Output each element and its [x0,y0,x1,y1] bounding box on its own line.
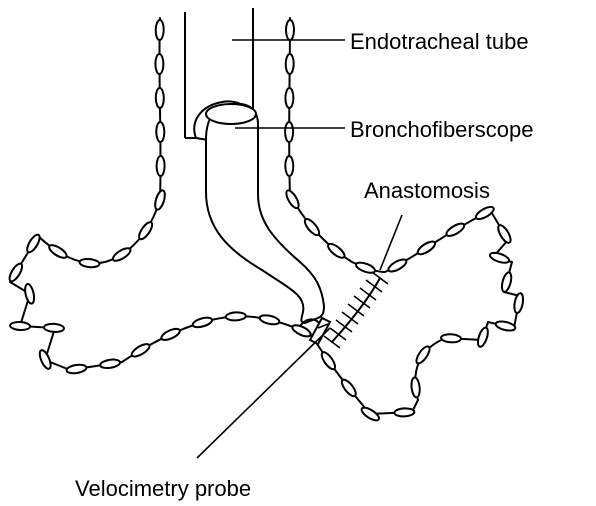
cartilage-ring [153,189,167,210]
cartilage-ring [38,349,53,371]
cartilage-ring [513,293,525,314]
cartilage-ring [156,88,164,108]
cartilage-rings [7,20,524,423]
cartilage-ring [394,408,414,417]
cartilage-ring [285,156,293,176]
cartilage-ring [339,378,358,399]
cartilage-ring [286,54,294,74]
label-velocimetry-probe: Velocimetry probe [75,476,251,501]
cartilage-ring [10,321,30,330]
cartilage-ring [286,20,294,40]
cartilage-ring [302,217,321,237]
cartilage-ring [23,283,35,304]
cartilage-ring [66,364,87,375]
cartilage-ring [496,223,513,244]
suture-stitch [372,272,388,284]
cartilage-ring [326,241,347,260]
cartilage-ring [157,156,165,176]
cartilage-ring [495,320,516,332]
cartilage-ring [226,312,246,321]
cartilage-ring [416,239,437,256]
cartilage-ring [160,327,182,343]
leader-velocimetry-probe [197,328,330,458]
cartilage-ring [79,258,100,268]
suture-stitch [366,280,382,292]
cartilage-ring [137,220,155,241]
cartilage-ring [319,350,337,371]
cartilage-ring [445,221,466,238]
cartilage-ring [411,377,421,398]
cartilage-ring [25,233,42,254]
cartilage-ring [285,88,293,108]
cartilage-ring [156,122,164,142]
cartilage-ring [259,314,280,326]
cartilage-ring [44,323,64,332]
label-endotracheal-tube: Endotracheal tube [350,29,529,54]
cartilage-ring [111,246,132,263]
anastomosis-sutures [324,272,388,348]
cartilage-ring [474,205,495,222]
cartilage-ring [489,251,511,265]
cartilage-ring [441,334,461,343]
cartilage-ring [130,342,151,359]
cartilage-ring [284,189,301,210]
cartilage-ring [7,262,24,283]
suture-stitch [324,336,340,348]
cartilage-ring [360,405,381,423]
bronchofiberscope-shape [194,101,324,323]
cartilage-ring [155,54,163,74]
cartilage-ring [500,271,513,292]
airway-outline [10,18,520,414]
cartilage-ring [47,243,68,260]
cartilage-ring [414,344,432,365]
cartilage-ring [476,326,490,348]
cartilage-ring [100,358,121,369]
cartilage-ring [155,20,163,40]
label-bronchofiberscope: Bronchofiberscope [350,117,533,142]
cartilage-ring [285,122,293,142]
cartilage-ring [192,316,213,329]
label-anastomosis: Anastomosis [364,178,490,203]
cartilage-ring [387,257,408,274]
